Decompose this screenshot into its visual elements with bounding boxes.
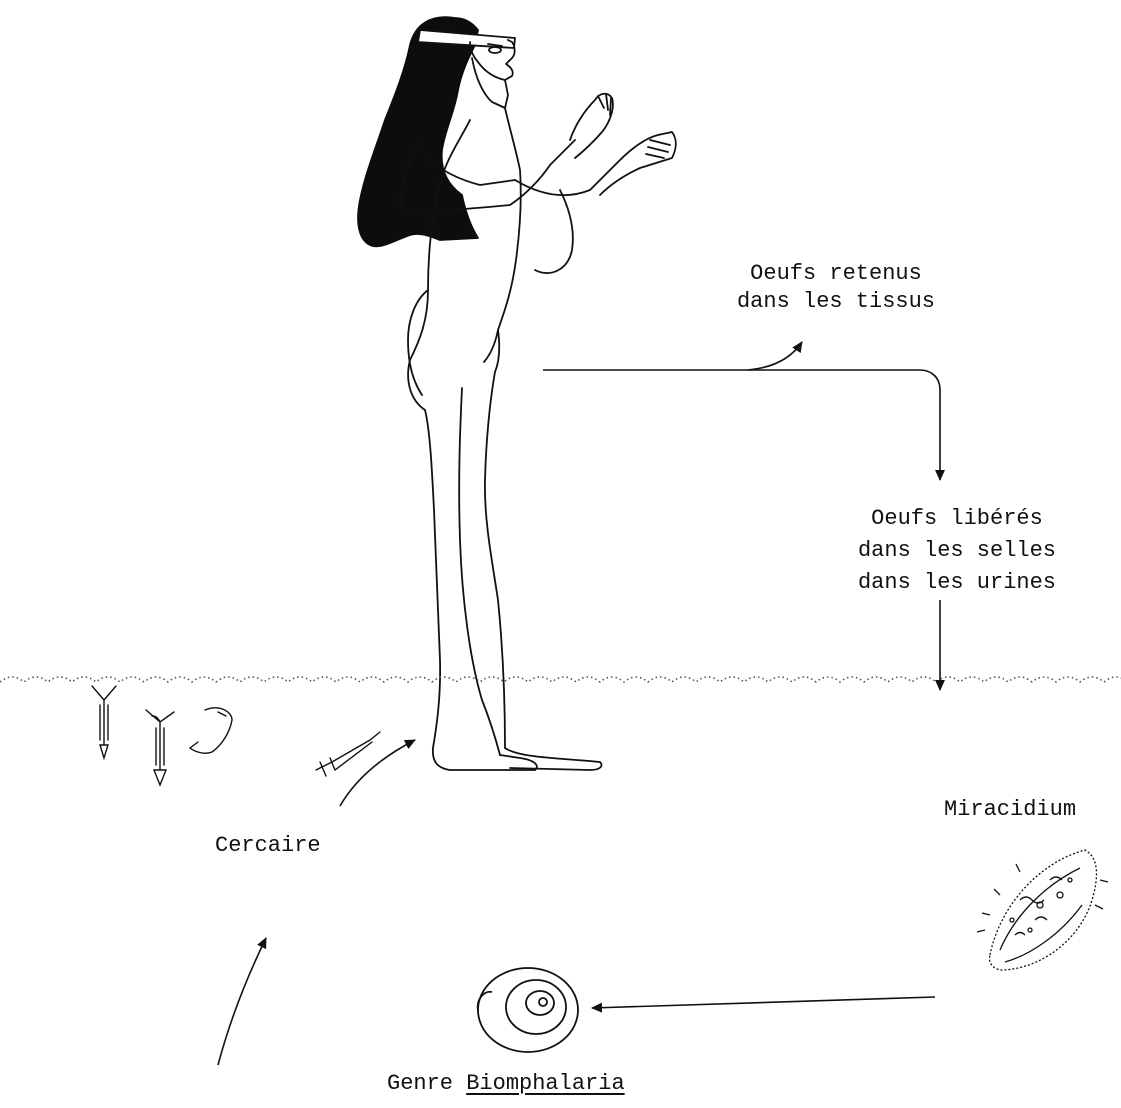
eggs-released-label-line3: dans les urines	[858, 569, 1056, 596]
water-surface	[0, 677, 1121, 682]
eggs-retained-label-line1: Oeufs retenus	[750, 260, 922, 287]
genre-label: Genre Biomphalaria	[387, 1070, 625, 1097]
genre-prefix: Genre	[387, 1071, 453, 1096]
cercaria-3	[190, 708, 232, 753]
miracidium-illustration	[977, 850, 1108, 970]
miracidium-label: Miracidium	[944, 796, 1076, 823]
egg-path-arrows	[218, 342, 940, 1065]
arrow-miracidium-to-snail	[592, 997, 935, 1008]
cercaire-label: Cercaire	[215, 832, 321, 859]
genre-name: Biomphalaria	[466, 1071, 624, 1096]
eggs-released-label-line1: Oeufs libérés	[871, 505, 1043, 532]
horizontal-arrow-line	[543, 370, 940, 480]
arrow-snail-to-cercaire	[218, 938, 266, 1065]
snail-illustration	[478, 968, 578, 1052]
arrow-cercaire-to-human	[340, 740, 415, 806]
front-foot	[505, 748, 602, 770]
eggs-released-label-line2: dans les selles	[858, 537, 1056, 564]
egyptian-figure	[358, 17, 676, 770]
cercariae-group	[92, 686, 380, 785]
cercaria-1	[92, 686, 116, 758]
curved-arrow-to-retained	[748, 342, 802, 370]
forearm-lower	[515, 132, 676, 195]
back-foot	[433, 748, 537, 770]
cercaria-2	[146, 710, 174, 785]
eggs-retained-label-line2: dans les tissus	[737, 288, 935, 315]
